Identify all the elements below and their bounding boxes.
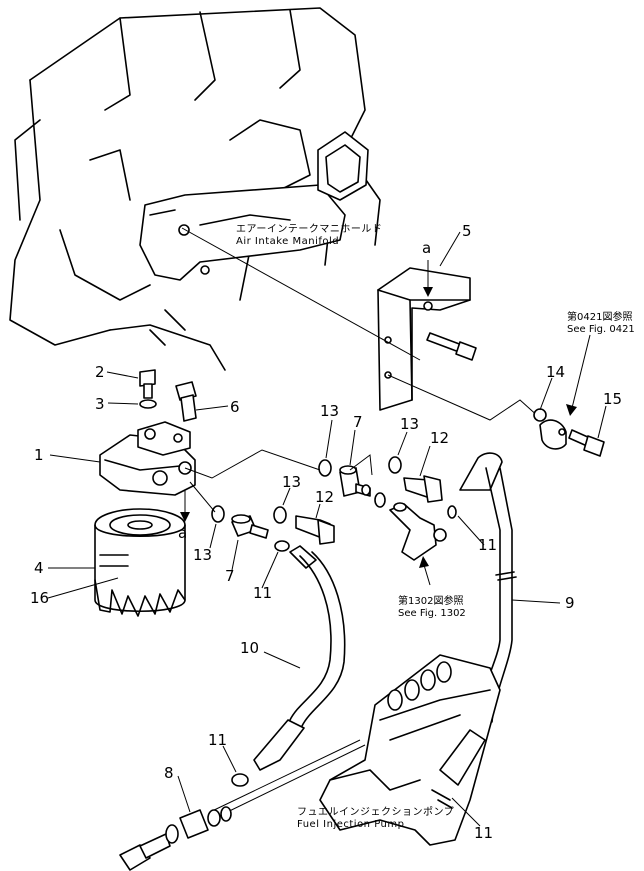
washer-small [139,399,157,409]
callout-4: 4 [34,559,44,577]
air-intake-label-en: Air Intake Manifold [236,236,339,247]
filter-head [99,421,196,496]
callout-14: 14 [546,363,565,381]
fuel-pump-label-en: Fuel Injection Pump [297,819,404,830]
washer-hose-end [447,505,457,519]
see-fig-0421-jp: 第0421図参照 [567,310,632,323]
fuel-pump-label-jp: フュエルインジェクションポンプ [297,806,454,818]
callout-11-pump: 11 [474,824,493,842]
callout-10: 10 [240,639,259,657]
bolt-long [175,381,197,422]
callout-12-lower: 12 [315,488,334,506]
washer-hose-top [361,484,371,496]
callout-1: 1 [34,446,44,464]
callout-7-lower: 7 [225,567,235,585]
fuel-filter [94,508,186,617]
eye-bolt-assembly [119,806,232,871]
see-fig-1302-jp: 第1302図参照 [398,594,463,607]
see-fig-1302-en: See Fig. 1302 [398,608,466,619]
callout-3: 3 [95,395,105,413]
feed-pump-connector [389,502,447,561]
fuel-injection-pump [319,654,501,846]
bracket-bolt [426,332,477,361]
washer-connector [374,492,386,508]
callout-16: 16 [30,589,49,607]
callout-5: 5 [462,222,472,240]
washer-13c [273,506,287,524]
view-a-top: a [422,239,431,257]
callout-11-mid: 11 [253,584,272,602]
callout-11-right: 11 [478,536,497,554]
view-a-bottom: a [178,524,187,542]
callout-13-d: 13 [193,546,212,564]
air-intake-label-jp: エアーインテークマニホールド [236,223,382,235]
callout-13-b: 13 [400,415,419,433]
callout-11-low: 11 [208,731,227,749]
clamp [533,408,567,450]
callout-8: 8 [164,764,174,782]
clamp-bolt [568,429,605,457]
callout-13-c: 13 [282,473,301,491]
air-intake-manifold [139,131,369,281]
washer-13a [318,459,332,477]
eye-joint-lower [231,514,269,539]
joint-bolt-upper [403,475,443,503]
callout-9: 9 [565,594,575,612]
fuel-hose-short [253,545,346,771]
callout-15: 15 [603,390,622,408]
callout-7-upper: 7 [353,413,363,431]
washer-13d [211,505,225,523]
callout-6: 6 [230,398,240,416]
hose-clamp-low [231,773,249,787]
see-fig-0421-en: See Fig. 0421 [567,324,635,335]
joint-bolt-lower [295,515,335,545]
bolt-small [139,369,156,399]
hose-clamp-mid [274,540,290,552]
callout-2: 2 [95,363,105,381]
callout-13-a: 13 [320,402,339,420]
callout-12-upper: 12 [430,429,449,447]
washer-13b [388,456,402,474]
bracket [377,267,471,411]
